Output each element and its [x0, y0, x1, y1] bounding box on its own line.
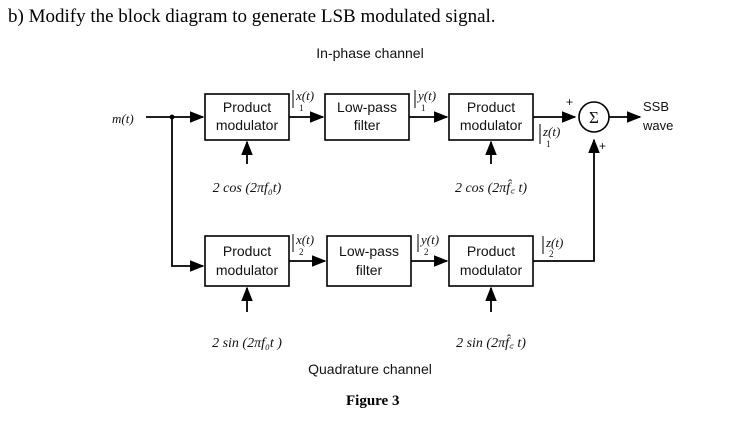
svg-text:1: 1 [299, 103, 304, 113]
product-modulator-top-right: Product modulator [448, 93, 534, 141]
svg-text:2: 2 [299, 247, 304, 257]
input-signal-label: m(t) [112, 111, 134, 126]
signal-x2-label: x(t) 2 [292, 232, 314, 257]
svg-text:filter: filter [356, 262, 383, 278]
output-label-line1: SSB [643, 99, 669, 114]
svg-text:modulator: modulator [216, 262, 279, 278]
svg-text:2: 2 [424, 247, 429, 257]
wire-z2 [533, 138, 600, 262]
branch-wire-quadrature [171, 117, 205, 272]
svg-text:z(t): z(t) [545, 235, 563, 250]
svg-text:1: 1 [421, 103, 426, 113]
svg-text:1: 1 [546, 139, 551, 149]
question-text: b) Modify the block diagram to generate … [8, 6, 496, 27]
summer-plus-top: + [566, 95, 573, 109]
quadrature-channel-label: Quadrature channel [308, 361, 432, 377]
output-label-line2: wave [642, 118, 673, 133]
signal-z1-label: z(t) 1 [539, 124, 560, 149]
signal-y1-label: y(t) 1 [414, 88, 436, 113]
signal-z2-label: z(t) 2 [542, 235, 563, 259]
svg-text:y(t): y(t) [416, 88, 436, 103]
svg-text:x(t): x(t) [295, 88, 314, 103]
svg-text:z(t): z(t) [542, 124, 560, 139]
signal-x1-label: x(t) 1 [292, 88, 314, 113]
svg-text:Product: Product [223, 243, 271, 259]
signal-y2-label: y(t) 2 [417, 232, 439, 257]
svg-text:modulator: modulator [216, 117, 279, 133]
product-modulator-top: Product modulator [204, 93, 290, 141]
svg-text:Σ: Σ [589, 108, 599, 127]
svg-text:Product: Product [467, 99, 515, 115]
svg-text:Low-pass: Low-pass [337, 99, 397, 115]
svg-text:x(t): x(t) [295, 232, 314, 247]
svg-text:Product: Product [467, 243, 515, 259]
carrier-top-right: 2 cos (2πf̂꜀ t) [455, 179, 527, 196]
summer-plus-bottom: + [599, 139, 606, 153]
carrier-bottom-left: 2 sin (2πf₀t ) [212, 336, 282, 351]
product-modulator-bottom: Product modulator [204, 235, 290, 287]
svg-text:2: 2 [549, 249, 554, 259]
summer-junction: Σ [578, 101, 610, 133]
figure-caption: Figure 3 [346, 393, 400, 409]
carrier-top-left: 2 cos (2πf₀t) [213, 181, 282, 196]
svg-text:filter: filter [354, 117, 381, 133]
in-phase-channel-label: In-phase channel [316, 45, 423, 61]
svg-text:Product: Product [223, 99, 271, 115]
product-modulator-bottom-right: Product modulator [448, 235, 534, 287]
svg-text:y(t): y(t) [419, 232, 439, 247]
carrier-bottom-right: 2 sin (2πf̂꜀ t) [456, 334, 526, 351]
svg-text:modulator: modulator [460, 117, 523, 133]
svg-text:modulator: modulator [460, 262, 523, 278]
low-pass-filter-bottom: Low-pass filter [326, 235, 412, 287]
svg-text:Low-pass: Low-pass [339, 243, 399, 259]
low-pass-filter-top: Low-pass filter [324, 93, 410, 141]
